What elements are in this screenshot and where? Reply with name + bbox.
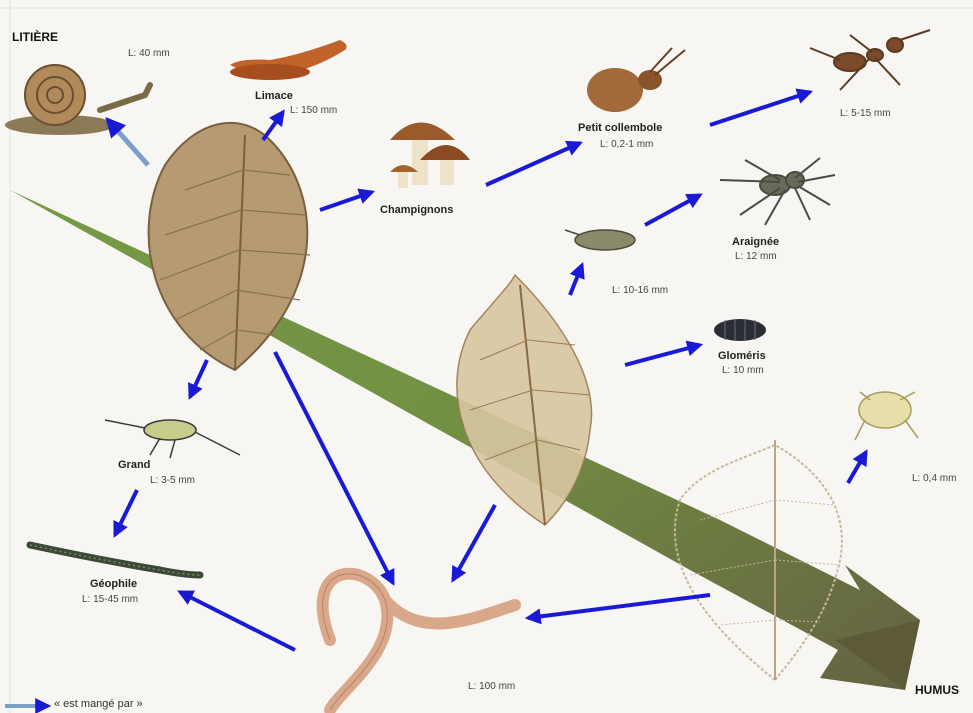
spider-illustration bbox=[720, 158, 835, 225]
arrow-mushrooms-to-springtail bbox=[486, 143, 580, 185]
snail-size: L: 40 mm bbox=[128, 47, 170, 60]
slug-illustration bbox=[230, 40, 347, 80]
ant-illustration bbox=[810, 30, 930, 90]
arrow-worm-to-geophilus bbox=[180, 592, 295, 650]
legend-text: « est mangé par » bbox=[54, 698, 143, 710]
worm-size: L: 100 mm bbox=[468, 680, 515, 693]
arrow-leaf2-to-worm bbox=[453, 505, 495, 580]
arrow-leaf3-to-mite bbox=[848, 452, 866, 483]
slug-name: Limace bbox=[255, 90, 293, 103]
woodlouse-illustration bbox=[565, 230, 635, 250]
small-springtail-illustration bbox=[587, 48, 685, 112]
litter-label: LITIÈRE bbox=[12, 30, 58, 44]
spider-size: L: 12 mm bbox=[735, 250, 777, 263]
geophilus-name: Géophile bbox=[90, 578, 137, 591]
geophilus-illustration bbox=[30, 545, 200, 575]
arrow-leaf2-to-woodlouse bbox=[570, 265, 582, 295]
arrow-leaf-to-mushrooms bbox=[320, 192, 372, 210]
arrow-leaf3-to-worm bbox=[528, 595, 710, 618]
arrow-woodlouse-to-spider bbox=[645, 195, 700, 225]
glomeris-name: Gloméris bbox=[718, 350, 766, 363]
spider-name: Araignée bbox=[732, 236, 779, 249]
mite-size: L: 0,4 mm bbox=[912, 472, 956, 485]
mite-illustration bbox=[855, 392, 918, 440]
small-springtail-size: L: 0,2-1 mm bbox=[600, 138, 653, 151]
ant-size: L: 5-15 mm bbox=[840, 107, 891, 120]
woodlouse-size: L: 10-16 mm bbox=[612, 284, 668, 297]
small-springtail-name: Petit collembole bbox=[578, 122, 662, 135]
mushrooms-name: Champignons bbox=[380, 204, 453, 217]
snail-illustration bbox=[5, 65, 150, 135]
decomposing-leaf-illustration bbox=[457, 275, 592, 525]
arrow-leaf-to-large-springtail bbox=[190, 360, 207, 397]
large-springtail-illustration bbox=[105, 420, 240, 458]
glomeris-size: L: 10 mm bbox=[722, 364, 764, 377]
arrow-leaf2-to-glomeris bbox=[625, 345, 700, 365]
large-springtail-name: Grand bbox=[118, 459, 150, 472]
arrow-leaf-to-slug bbox=[263, 112, 283, 140]
large-springtail-size: L: 3-5 mm bbox=[150, 474, 195, 487]
mushrooms-illustration bbox=[390, 123, 470, 189]
arrow-large-springtail-to-geophilus bbox=[115, 490, 137, 535]
snail-arrow bbox=[108, 120, 148, 165]
slug-size: L: 150 mm bbox=[290, 104, 337, 117]
glomeris-illustration bbox=[714, 319, 766, 341]
arrow-springtail-to-ant bbox=[710, 92, 810, 125]
humus-label: HUMUS bbox=[915, 683, 959, 697]
geophilus-size: L: 15-45 mm bbox=[82, 593, 138, 606]
